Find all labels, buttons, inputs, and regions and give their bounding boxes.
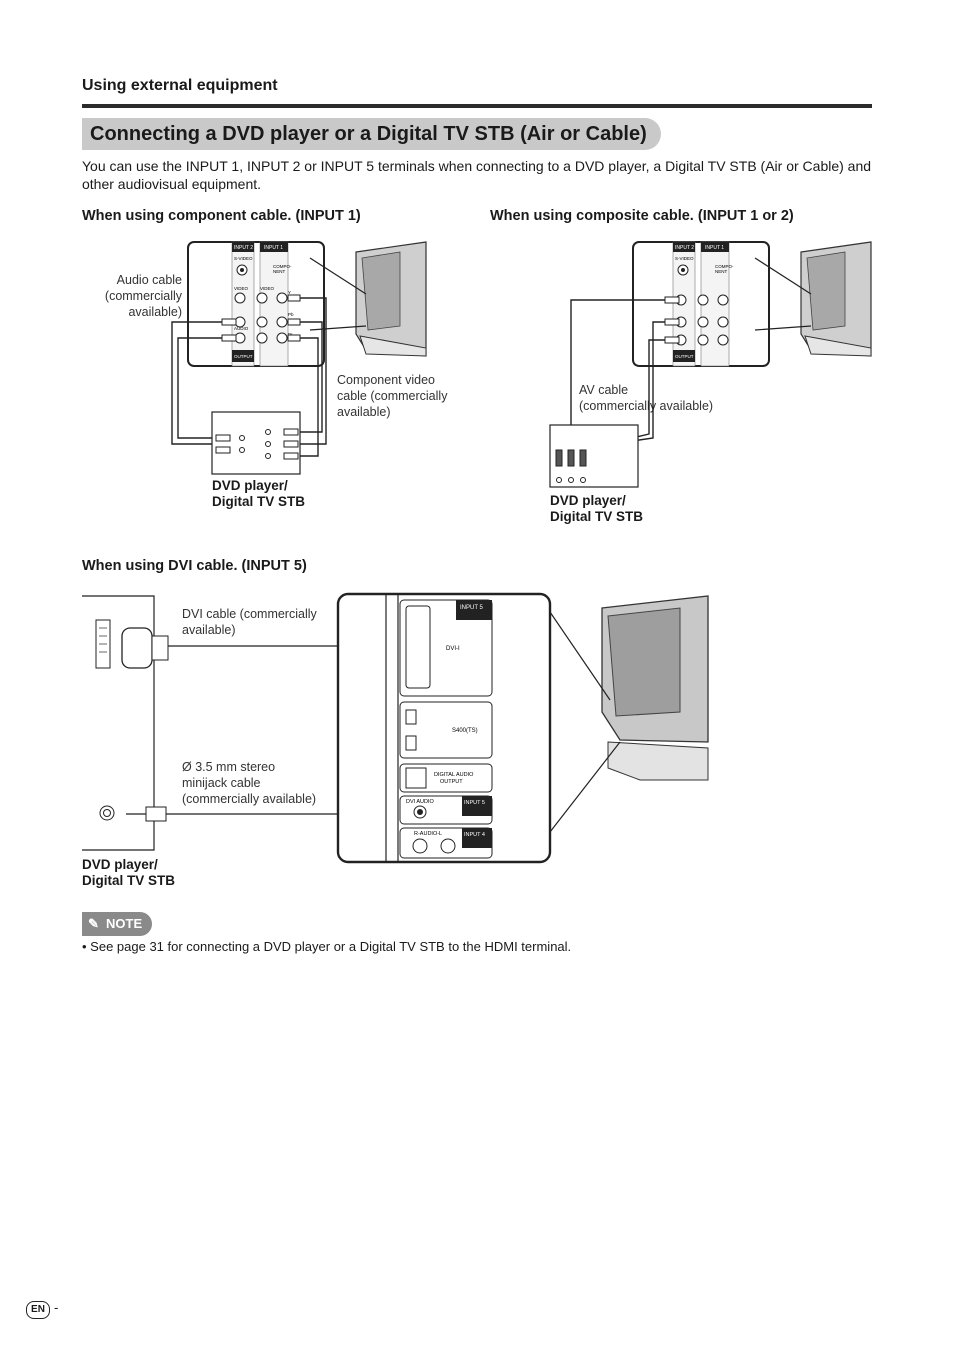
dvi-diagram: INPUT 5 DVI-I S400(TS) DIGITAL AUDIO OUT… [82, 592, 709, 864]
output-tag: OUTPUT [234, 354, 253, 359]
composite-heading: When using composite cable. (INPUT 1 or … [490, 208, 794, 224]
video-tag: VIDEO [234, 286, 249, 291]
svideo-tag: S-VIDEO [234, 256, 253, 261]
s400-tag: S400(TS) [452, 728, 478, 734]
section-heading: Using external equipment [82, 77, 278, 94]
input2-tag: INPUT 2 [234, 245, 253, 251]
raudio-tag: R-AUDIO-L [414, 831, 442, 837]
input2-tag-b: INPUT 2 [675, 245, 694, 251]
dvi-audio-tag: DVI AUDIO [406, 799, 435, 805]
input5b-tag: INPUT 5 [464, 800, 485, 806]
dvi-heading: When using DVI cable. (INPUT 5) [82, 558, 307, 574]
output-tag-b: OUTPUT [675, 354, 694, 359]
input1-tag-b: INPUT 1 [705, 245, 724, 251]
section-rule [82, 104, 872, 108]
note-text: • See page 31 for connecting a DVD playe… [82, 939, 572, 954]
component-video-cable-label: Component video cable (commercially avai… [337, 373, 448, 419]
component-tag-1: COMPO- [273, 264, 292, 269]
note-badge: ✎ NOTE [82, 912, 152, 936]
dvi-i-tag: DVI-I [446, 646, 460, 652]
component-diagram: INPUT 2 INPUT 1 S-VIDEO COMPO- NENT VIDE… [171, 241, 427, 475]
video-tag-2: VIDEO [260, 286, 275, 291]
intro-paragraph: You can use the INPUT 1, INPUT 2 or INPU… [82, 158, 872, 192]
input1-tag: INPUT 1 [264, 245, 283, 251]
minijack-cable-label: Ø 3.5 mm stereo minijack cable (commerci… [182, 760, 317, 806]
pencil-icon: ✎ [88, 916, 99, 931]
digital-audio-tag-2: OUTPUT [440, 779, 463, 785]
svideo-tag-b: S-VIDEO [675, 256, 694, 261]
composite-dvd-box [549, 424, 639, 488]
composite-device-label: DVD player/ Digital TV STB [550, 493, 644, 524]
page-title: Connecting a DVD player or a Digital TV … [82, 118, 661, 150]
component-tag-2: NENT [273, 269, 286, 274]
component-tag-b2: NENT [715, 269, 728, 274]
pb-tag: Pb [288, 312, 294, 317]
dvi-device-label: DVD player/ Digital TV STB [82, 857, 176, 888]
audio-tag: AUDIO [234, 326, 249, 331]
input5-tag: INPUT 5 [460, 605, 484, 611]
input4-tag: INPUT 4 [464, 832, 485, 838]
component-device-label: DVD player/ Digital TV STB [212, 478, 306, 509]
page-number-dash: - [54, 1300, 59, 1315]
dvi-cable-label: DVI cable (commercially available) [182, 607, 317, 637]
y-tag: Y [288, 290, 291, 295]
component-tag-b1: COMPO- [715, 264, 734, 269]
composite-diagram: INPUT 2 INPUT 1 S-VIDEO COMPO- NENT OUTP… [549, 241, 872, 488]
language-badge: EN [26, 1301, 50, 1319]
digital-audio-tag-1: DIGITAL AUDIO [434, 772, 474, 778]
av-cable-label: AV cable (commercially available) [579, 383, 714, 413]
component-terminal-panel [187, 241, 325, 367]
audio-cable-label: Audio cable (commercially available) [104, 273, 182, 319]
note-badge-label: NOTE [106, 916, 143, 931]
component-heading: When using component cable. (INPUT 1) [82, 208, 361, 224]
